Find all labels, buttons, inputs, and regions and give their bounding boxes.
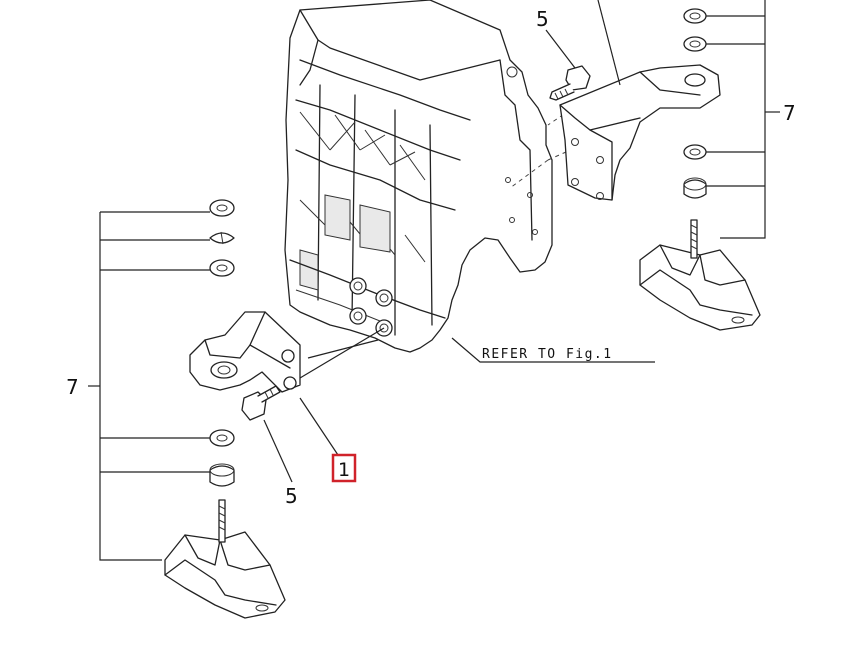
right-mount-bracket: [559, 64, 721, 201]
left-washer-stack: [209, 199, 235, 487]
callout-kit-left: 7: [66, 375, 79, 399]
callout-bolt-bottom: 5: [285, 484, 298, 508]
left-rubber-mount: [164, 499, 286, 619]
highlighted-callout-box: [331, 453, 357, 483]
callout-kit-right: 7: [783, 101, 796, 125]
highlighted-callout-number: 1: [338, 459, 350, 481]
leader-bolt-top: [545, 29, 576, 69]
right-kit-bracket-lines: [706, 0, 780, 239]
leader-part-1: [299, 397, 339, 456]
bolt-right: [549, 65, 591, 101]
engine-block: [284, 0, 553, 353]
leader-bracket-right: [597, 0, 621, 86]
left-mount-bracket: [189, 311, 301, 393]
right-rubber-mount: [639, 219, 761, 331]
reference-note-text: REFER TO Fig.1: [482, 347, 613, 362]
bolt-left: [241, 385, 281, 421]
reference-note: REFER TO Fig.1: [451, 337, 655, 363]
leader-bolt-bottom: [263, 419, 293, 483]
left-kit-bracket-lines: [88, 211, 210, 561]
callout-bolt-top: 5: [536, 7, 549, 31]
